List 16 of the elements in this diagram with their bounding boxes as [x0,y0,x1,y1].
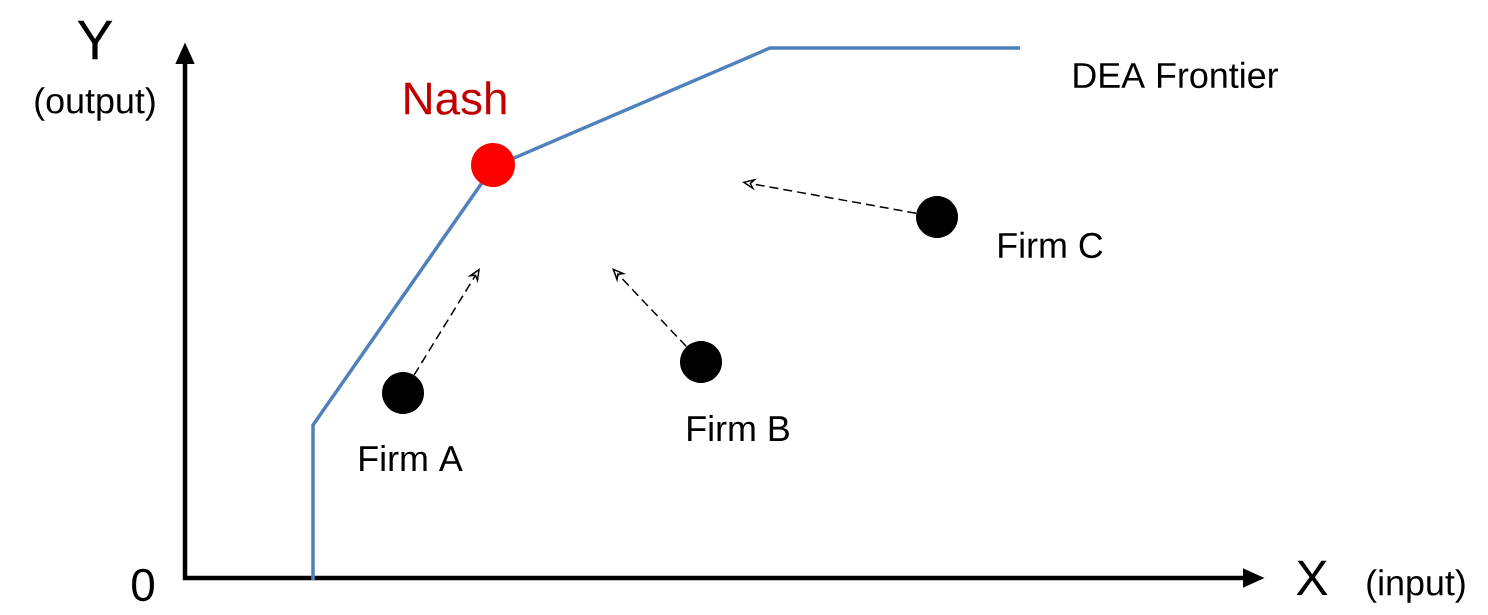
axis-label: 0 [132,568,154,602]
point-label: Firm B [688,415,789,441]
point-label: Firm C [999,231,1103,259]
point-label: Nash [405,81,506,115]
axis-label: (output) [35,87,155,121]
arrow [413,268,480,376]
point-label: Firm A [360,445,463,471]
dot [471,143,515,187]
dot [680,341,722,383]
dot [382,372,424,414]
axis-label: (input) [1367,569,1465,603]
arrow [612,268,688,348]
axis-label: X [1296,560,1328,596]
axis-label: Y [77,20,113,60]
dot [916,196,958,238]
axis-label: DEA Frontier [1074,61,1278,89]
